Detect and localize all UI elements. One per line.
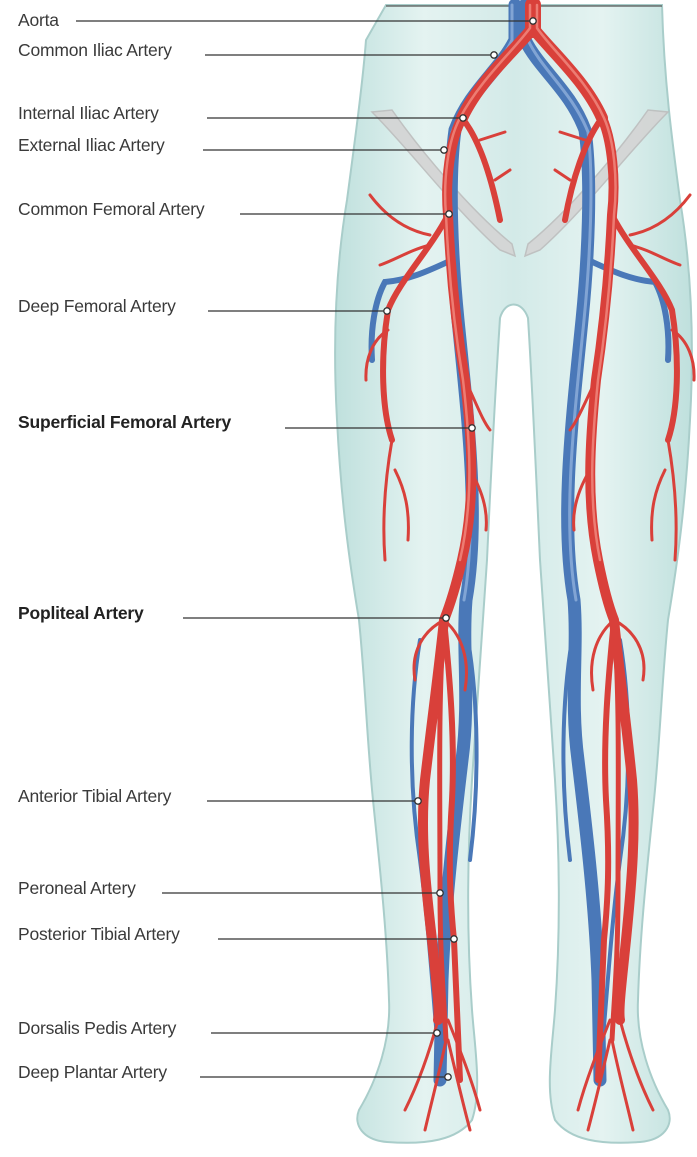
label-common-iliac-artery: Common Iliac Artery <box>18 40 172 60</box>
label-dorsalis-pedis-artery: Dorsalis Pedis Artery <box>18 1018 176 1038</box>
label-internal-iliac-artery: Internal Iliac Artery <box>18 103 159 123</box>
label-common-femoral-artery: Common Femoral Artery <box>18 199 204 219</box>
label-deep-femoral-artery: Deep Femoral Artery <box>18 296 176 316</box>
label-anterior-tibial-artery: Anterior Tibial Artery <box>18 786 171 806</box>
label-posterior-tibial-artery: Posterior Tibial Artery <box>18 924 180 944</box>
label-popliteal-artery: Popliteal Artery <box>18 603 144 623</box>
label-external-iliac-artery: External Iliac Artery <box>18 135 165 155</box>
label-superficial-femoral-artery: Superficial Femoral Artery <box>18 412 231 432</box>
label-peroneal-artery: Peroneal Artery <box>18 878 136 898</box>
label-deep-plantar-artery: Deep Plantar Artery <box>18 1062 167 1082</box>
body-silhouette <box>335 5 692 1143</box>
label-aorta: Aorta <box>18 10 59 30</box>
